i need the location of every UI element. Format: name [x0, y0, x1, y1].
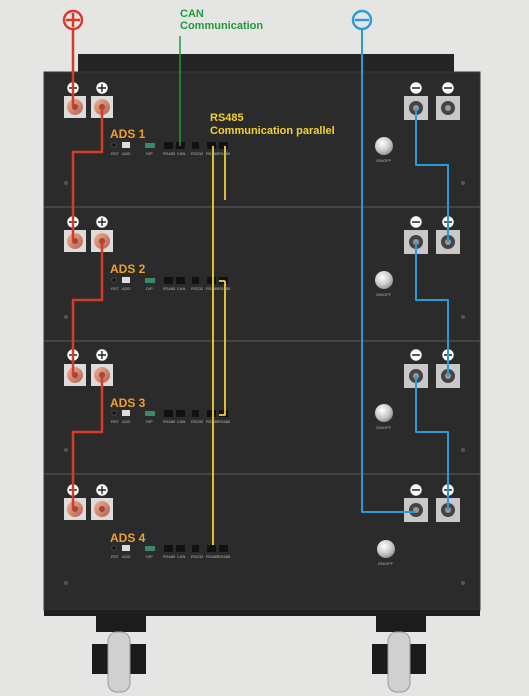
add-label-1: ADD — [122, 151, 131, 156]
port-label-1e: RS485 — [218, 151, 231, 156]
port-label-3d: RS485 — [206, 419, 219, 424]
can-callout-line1: CAN — [180, 8, 204, 20]
port-label-4a: RS485 — [163, 554, 176, 559]
module-label-2: ADS 2 — [110, 262, 146, 276]
onoff-label-3: ON/OFF — [376, 425, 392, 430]
onoff-label-2: ON/OFF — [376, 292, 392, 297]
port-label-4b: CAN — [177, 554, 186, 559]
port-label-3a: RS485 — [163, 419, 176, 424]
cabinet-top-cap — [78, 54, 454, 76]
positive-wiring — [71, 30, 104, 509]
module-label-1: ADS 1 — [110, 127, 146, 141]
port-label-1c: RS232 — [191, 151, 204, 156]
dip-label-3: DIP — [146, 419, 153, 424]
rst-label-4: RST — [111, 554, 119, 559]
rs485-callout-line1: RS485 — [210, 112, 244, 124]
port-label-1b: CAN — [177, 151, 186, 156]
port-label-2c: RS232 — [191, 286, 204, 291]
caster-left — [92, 616, 146, 693]
module-label-3: ADS 3 — [110, 396, 146, 410]
port-label-2d: RS485 — [206, 286, 219, 291]
rs485-wiring — [212, 146, 226, 545]
caster-right — [372, 616, 426, 693]
add-label-4: ADD — [122, 554, 131, 559]
port-label-2e: RS485 — [218, 286, 231, 291]
port-label-4d: RS485 — [206, 554, 219, 559]
onoff-knobs — [375, 137, 395, 558]
port-label-4c: RS232 — [191, 554, 204, 559]
can-callout-line2: Communication — [180, 20, 264, 32]
port-label-3e: RS485 — [218, 419, 231, 424]
dip-label-1: DIP — [146, 151, 153, 156]
negative-wiring — [361, 30, 449, 513]
port-label-4e: RS485 — [218, 554, 231, 559]
port-label-2a: RS485 — [163, 286, 176, 291]
rst-label-3: RST — [111, 419, 119, 424]
port-label-1d: RS485 — [206, 151, 219, 156]
can-callout: CAN Communication — [180, 8, 263, 32]
port-label-2b: CAN — [177, 286, 186, 291]
cabinet-base — [44, 610, 480, 616]
rs485-callout: RS485 Communication parallel — [210, 112, 335, 138]
dip-label-2: DIP — [146, 286, 153, 291]
dip-label-4: DIP — [146, 554, 153, 559]
main-negative-icon — [351, 9, 373, 31]
add-label-2: ADD — [122, 286, 131, 291]
rst-label-1: RST — [111, 151, 119, 156]
port-label-1a: RS485 — [163, 151, 176, 156]
rst-label-2: RST — [111, 286, 119, 291]
module-label-4: ADS 4 — [110, 531, 146, 545]
port-label-3c: RS232 — [191, 419, 204, 424]
module-screws — [64, 181, 465, 585]
main-positive-icon — [62, 9, 84, 31]
onoff-label-4: ON/OFF — [378, 561, 394, 566]
add-label-3: ADD — [122, 419, 131, 424]
rs485-callout-line2: Communication parallel — [210, 125, 335, 137]
onoff-label-1: ON/OFF — [376, 158, 392, 163]
port-label-3b: CAN — [177, 419, 186, 424]
